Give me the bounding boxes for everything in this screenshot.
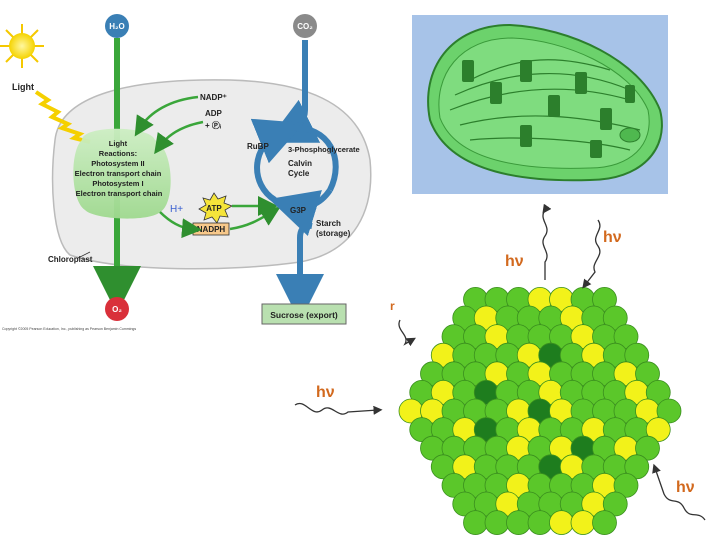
co2-label: CO₂: [297, 22, 313, 31]
light-label: Light: [12, 82, 34, 92]
atp-label: ATP: [206, 204, 222, 213]
calvin-cycle-label: Calvin Cycle: [288, 159, 314, 178]
nadph-label: NADPH: [197, 225, 226, 234]
hv-label: hν: [676, 479, 695, 496]
photon-wave-arrow: [398, 319, 416, 347]
chlorophyll-pigment: [635, 435, 660, 461]
hv-label: hν: [316, 384, 335, 401]
chlorophyll-pigment: [613, 472, 639, 498]
chlorophyll-pigment: [602, 491, 628, 517]
light-reactions-text: Light Reactions: Photosystem II Electron…: [75, 139, 164, 198]
o2-node: [105, 297, 129, 321]
calvin-right-arc: [289, 124, 339, 192]
chlorophyll-pigment: [645, 379, 671, 405]
sucrose-box: [261, 303, 347, 325]
carotenoid-pigment: [645, 417, 671, 443]
carotenoid-pigment: [549, 510, 574, 535]
adp-label: ADP: [205, 109, 223, 118]
phosphoglycerate-label: 3-Phosphoglycerate: [288, 145, 360, 154]
starch-grain: [619, 127, 641, 143]
chloroplast-label: Chloroplast: [48, 255, 93, 264]
chloroplast-illustration: [412, 15, 668, 194]
hv-label: hν: [603, 229, 622, 246]
calvin-bottom-arc: [269, 188, 333, 236]
h2o-node: [105, 14, 129, 38]
hv-label-partial: r: [390, 299, 395, 313]
photon-wave-arrow: [582, 219, 601, 289]
nadp-label: NADP⁺: [200, 93, 227, 102]
chlorophyll-pigment: [602, 305, 628, 331]
h-plus-label: H+: [170, 204, 183, 215]
photon-wave-arrow: [542, 203, 552, 280]
chlorophyll-pigment: [506, 510, 531, 535]
adp-return-arrow: [154, 120, 204, 155]
starch-label: Starch (storage): [316, 219, 351, 238]
photon-wave-arrow: [652, 463, 706, 521]
sucrose-label: Sucrose (export): [270, 310, 338, 320]
hv-label: hν: [505, 253, 524, 270]
light-reactions-region: [73, 128, 171, 219]
chlorophyll-pigment: [484, 510, 510, 535]
chlorophyll-pigment: [635, 361, 660, 387]
o2-label: O₂: [112, 305, 122, 314]
rubp-label: RuBP: [247, 142, 269, 151]
chlorophyll-pigment: [613, 324, 639, 350]
photon-arrows: hν hν hν hν r: [294, 203, 706, 521]
chlorophyll-pigment: [592, 510, 617, 535]
chlorophyll-pigment: [527, 510, 553, 535]
photon-wave-arrow: [294, 402, 383, 415]
pi-label: + Ⓟᵢ: [205, 120, 221, 130]
chloroplast-pointer: [77, 251, 91, 259]
chlorophyll-pigment: [624, 342, 650, 368]
chlorophyll-pigment: [624, 454, 650, 480]
nadp-return-arrow: [134, 95, 199, 137]
co2-node: [293, 14, 317, 38]
photosystem-diagram: [398, 286, 682, 535]
h2o-label: H₂O: [109, 22, 125, 31]
calvin-left-arc: [250, 118, 305, 203]
grana-stacks: [462, 60, 635, 158]
sun-icon: [0, 24, 44, 68]
chlorophyll-pigment: [656, 398, 682, 424]
photosynthesis-diagram: Light H₂O O₂ CO₂ Light Reactions: Photos…: [0, 14, 372, 331]
carotenoid-pigment: [570, 510, 596, 535]
copyright-note: Copyright ©2005 Pearson Education, Inc.,…: [2, 327, 136, 331]
chlorophyll-pigment: [463, 510, 488, 535]
light-zigzag-icon: [34, 90, 91, 144]
g3p-label: G3P: [290, 206, 307, 215]
sucrose-export-arrow: [276, 222, 324, 322]
nadph-arrow: [159, 211, 202, 239]
chlorophyll-pigment: [592, 286, 617, 312]
